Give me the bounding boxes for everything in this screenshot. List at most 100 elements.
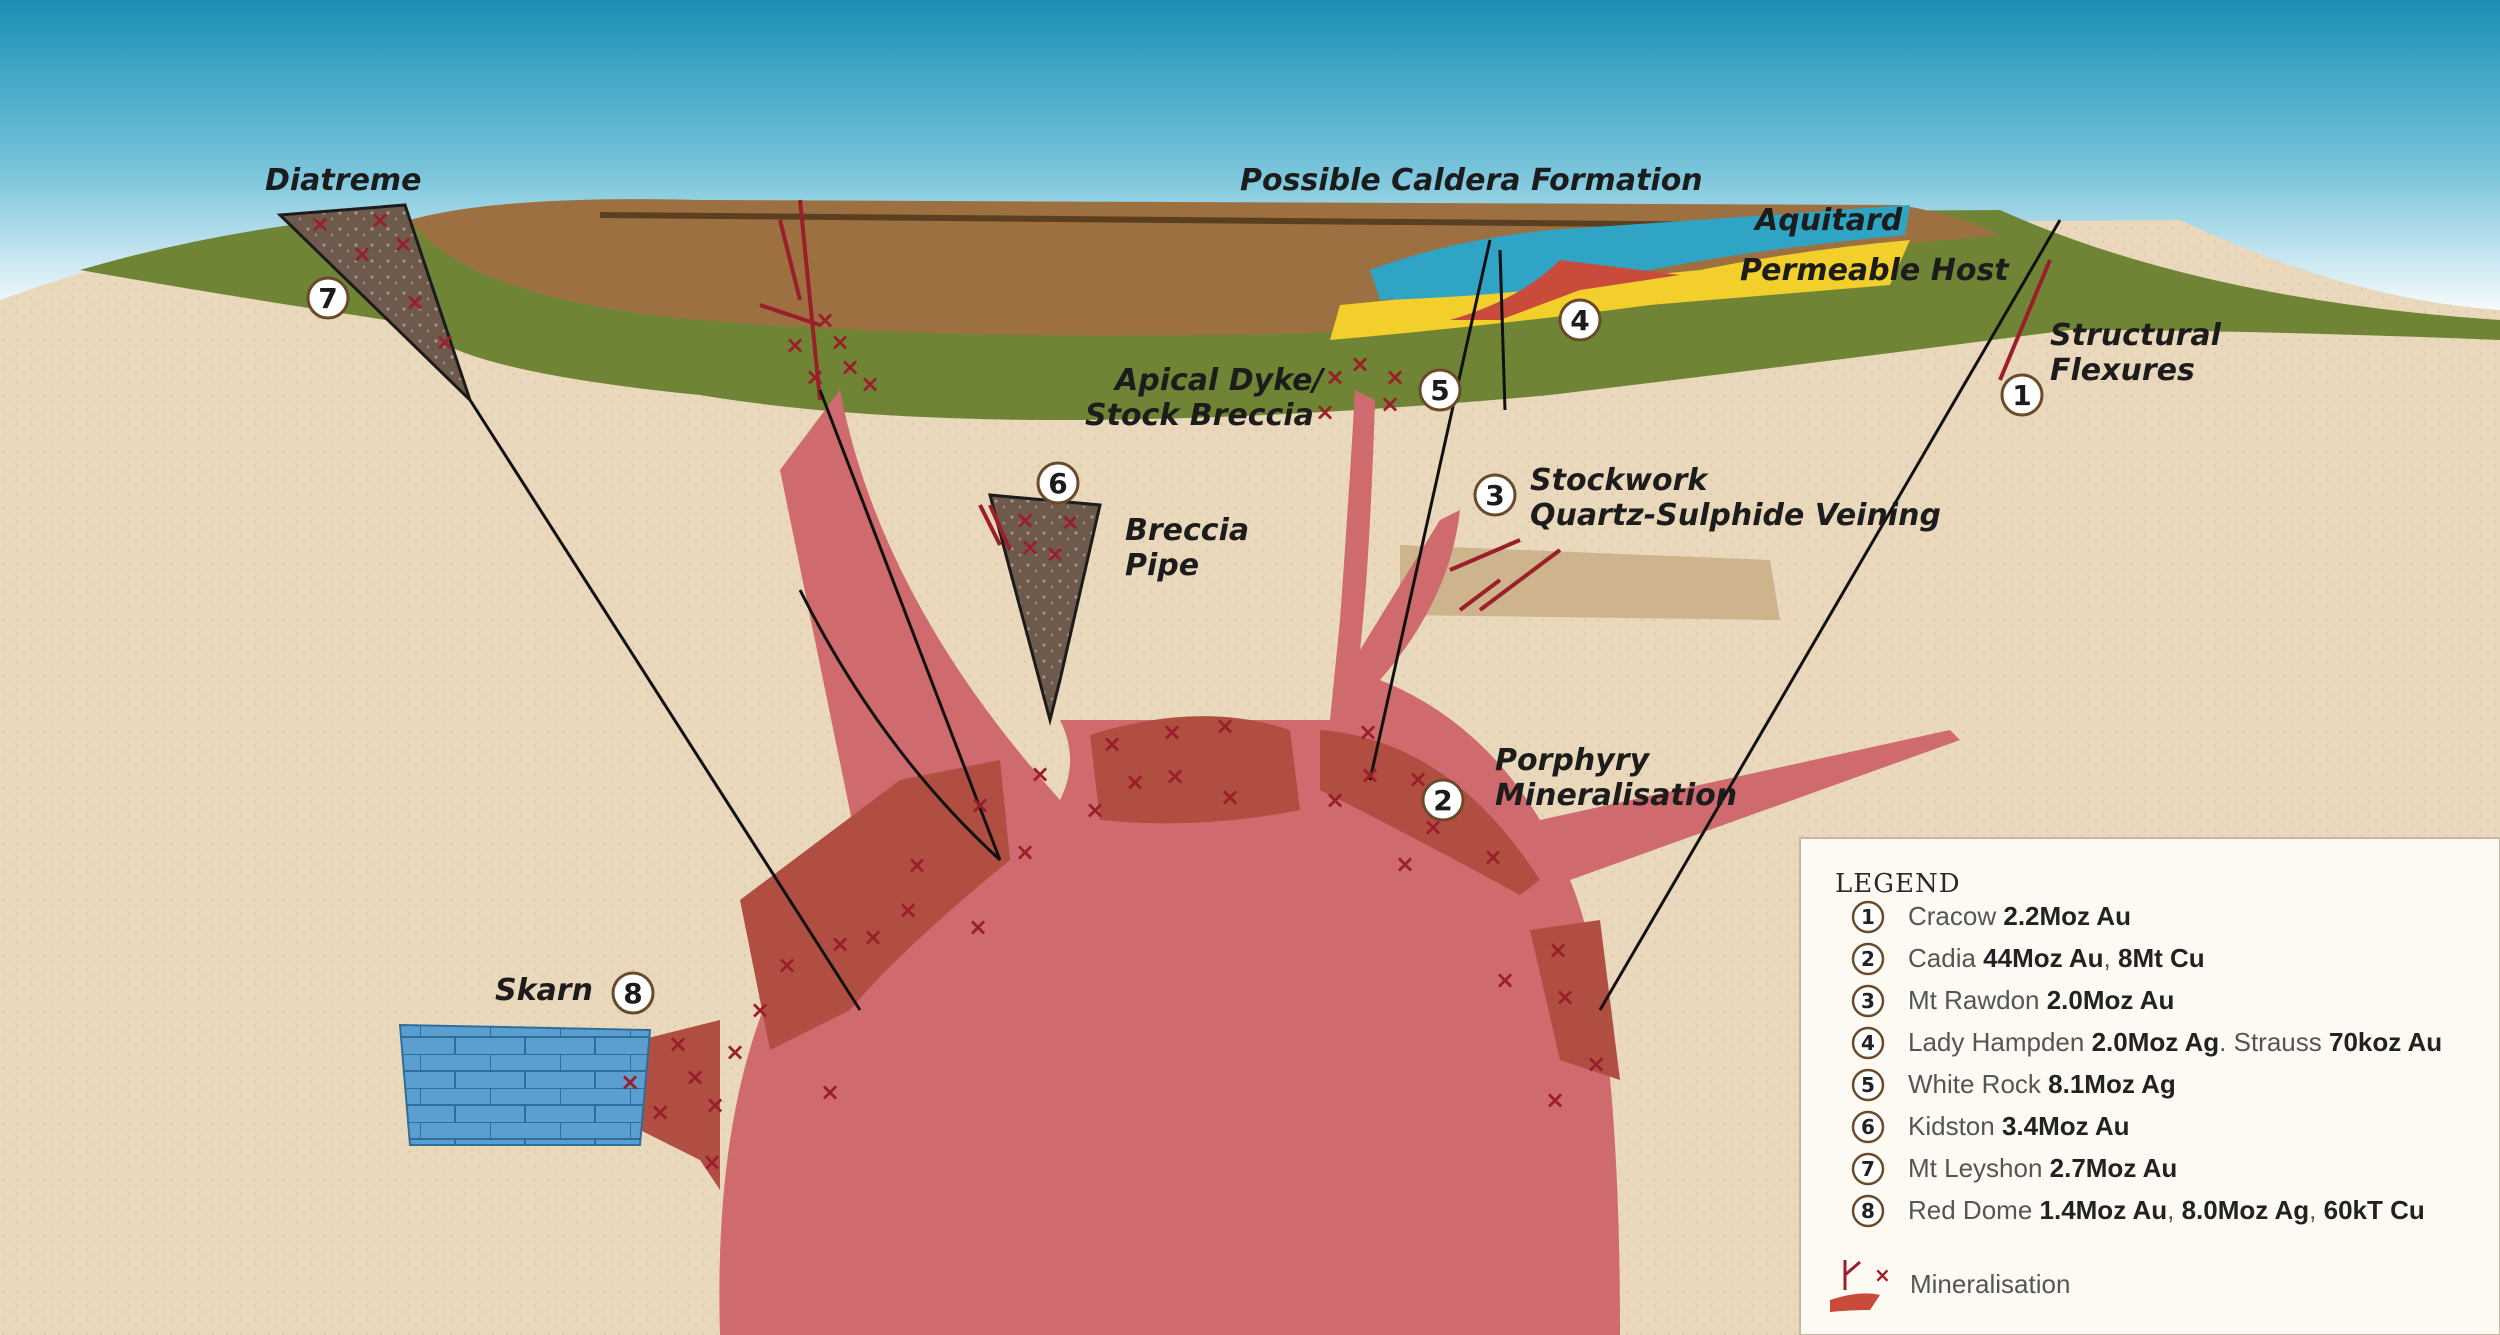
mineral-cross-icon: × <box>1548 936 1568 964</box>
label-pipe: Pipe <box>1125 548 1199 583</box>
mineral-cross-icon: × <box>860 370 880 398</box>
legend-item-number: 1 <box>1861 905 1875 929</box>
mineral-cross-icon: × <box>815 306 835 334</box>
mineral-cross-icon: × <box>1408 765 1428 793</box>
legend-item-number: 7 <box>1861 1157 1875 1181</box>
sandstone-lens <box>1400 545 1780 620</box>
mineral-cross-icon: × <box>405 288 425 316</box>
mineral-cross-icon: × <box>650 1098 670 1126</box>
mineral-cross-icon: × <box>785 331 805 359</box>
fault-lines <box>468 219 2062 1011</box>
mineral-zone-top <box>1090 716 1300 824</box>
legend-cross-icon: × <box>1874 1263 1891 1287</box>
label-structural: Structural <box>2050 318 2222 353</box>
mineral-cross-icon: × <box>805 363 825 391</box>
label-apical: Apical Dyke/ <box>1113 363 1326 398</box>
dyke-4 <box>1450 260 1680 320</box>
mineral-cross-icon: × <box>898 896 918 924</box>
legend-item-number: 2 <box>1861 947 1875 971</box>
mineral-cross-icon: × <box>1350 350 1370 378</box>
mineral-cross-icon: × <box>1102 730 1122 758</box>
legend-item-text: Lady Hampden 2.0Moz Ag. Strauss 70koz Au <box>1908 1027 2442 1057</box>
legend-mineralisation-key: × Mineralisation <box>1830 1260 2070 1312</box>
marker-1: 1 <box>2000 373 2044 417</box>
legend-item-text: White Rock 8.1Moz Ag <box>1908 1069 2176 1099</box>
svg-text:7: 7 <box>318 282 337 315</box>
mineral-cross-icon: × <box>1085 796 1105 824</box>
mineral-cross-icon: × <box>1380 390 1400 418</box>
legend-item-text: Mt Leyshon 2.7Moz Au <box>1908 1153 2177 1183</box>
mineral-cross-icon: × <box>1125 768 1145 796</box>
mineral-cross-icon: × <box>1325 786 1345 814</box>
mineral-cross-icon: × <box>777 951 797 979</box>
porphyry-intrusion <box>719 390 1960 1335</box>
mineral-cross-icon: × <box>1495 966 1515 994</box>
legend-item-number: 8 <box>1861 1199 1875 1223</box>
legend-item-number: 5 <box>1861 1073 1875 1097</box>
mineral-cross-icon: × <box>1015 838 1035 866</box>
svg-text:6: 6 <box>1048 467 1067 500</box>
mineral-cross-icon: × <box>1360 761 1380 789</box>
legend-item-number: 3 <box>1861 989 1875 1013</box>
label-stockwork: Stockwork <box>1530 463 1709 498</box>
svg-text:3: 3 <box>1485 479 1504 512</box>
legend-item: 7 Mt Leyshon 2.7Moz Au <box>1851 1152 2177 1186</box>
legend-box <box>1799 837 2500 1335</box>
label-veining: Quartz-Sulphide Veining <box>1530 498 1941 533</box>
mineral-cross-icon: × <box>1586 1050 1606 1078</box>
mineral-cross-icon: × <box>907 851 927 879</box>
mineral-cross-icon: × <box>1030 760 1050 788</box>
mineral-cross-icon: × <box>1162 718 1182 746</box>
caldera-top-line <box>599 212 1751 228</box>
marker-8: 8 <box>611 971 655 1015</box>
mineral-cross-icon: × <box>1358 718 1378 746</box>
mineral-cross-icon: × <box>830 930 850 958</box>
legend-item: 5 White Rock 8.1Moz Ag <box>1851 1068 2176 1102</box>
label-skarn: Skarn <box>495 973 593 1008</box>
mineral-cross-icon: × <box>1325 363 1345 391</box>
mineral-cross-icon: × <box>863 923 883 951</box>
vein-network <box>759 199 2052 612</box>
svg-text:2: 2 <box>1433 784 1452 817</box>
mineral-cross-icon: × <box>1483 843 1503 871</box>
mineral-zone-flank <box>1530 920 1620 1080</box>
marker-3: 3 <box>1473 473 1517 517</box>
mineral-cross-icon: × <box>1315 398 1335 426</box>
legend-item-text: Mt Rawdon 2.0Moz Au <box>1908 985 2174 1015</box>
label-caldera: Possible Caldera Formation <box>1240 163 1703 198</box>
mineral-cross-icon: × <box>685 1063 705 1091</box>
mineral-cross-icon: × <box>750 996 770 1024</box>
marker-5: 5 <box>1418 368 1462 412</box>
label-porphyry: Porphyry <box>1495 743 1651 778</box>
mineral-cross-icon: × <box>370 206 390 234</box>
mineral-cross-icon: × <box>1220 783 1240 811</box>
mineral-cross-icon: × <box>702 1148 722 1176</box>
mineral-cross-icon: × <box>820 1078 840 1106</box>
svg-text:4: 4 <box>1570 304 1589 337</box>
svg-text:1: 1 <box>2012 379 2031 412</box>
mineral-cross-icon: × <box>1060 508 1080 536</box>
aquitard-layer <box>1370 205 1910 300</box>
legend-title: LEGEND <box>1835 869 1961 899</box>
mineral-cross-icon: × <box>1020 533 1040 561</box>
mineral-cross-icon: × <box>1395 850 1415 878</box>
legend-item-text: Kidston 3.4Moz Au <box>1908 1111 2130 1141</box>
legend-item: 1 Cracow 2.2Moz Au <box>1851 900 2131 934</box>
svg-text:5: 5 <box>1430 374 1449 407</box>
mineralisation-markers: ××××××××××××××××××××××××××××××××××××××××… <box>310 206 1606 1176</box>
legend-item-number: 6 <box>1861 1115 1875 1139</box>
legend-item: 6 Kidston 3.4Moz Au <box>1851 1110 2130 1144</box>
marker-2: 2 <box>1421 778 1465 822</box>
mineral-cross-icon: × <box>1215 712 1235 740</box>
legend-item-text: Cracow 2.2Moz Au <box>1908 901 2131 931</box>
mineral-cross-icon: × <box>1545 1086 1565 1114</box>
mineral-cross-icon: × <box>1555 983 1575 1011</box>
mineral-cross-icon: × <box>1015 506 1035 534</box>
mineral-cross-icon: × <box>1165 762 1185 790</box>
mineral-cross-icon: × <box>620 1068 640 1096</box>
